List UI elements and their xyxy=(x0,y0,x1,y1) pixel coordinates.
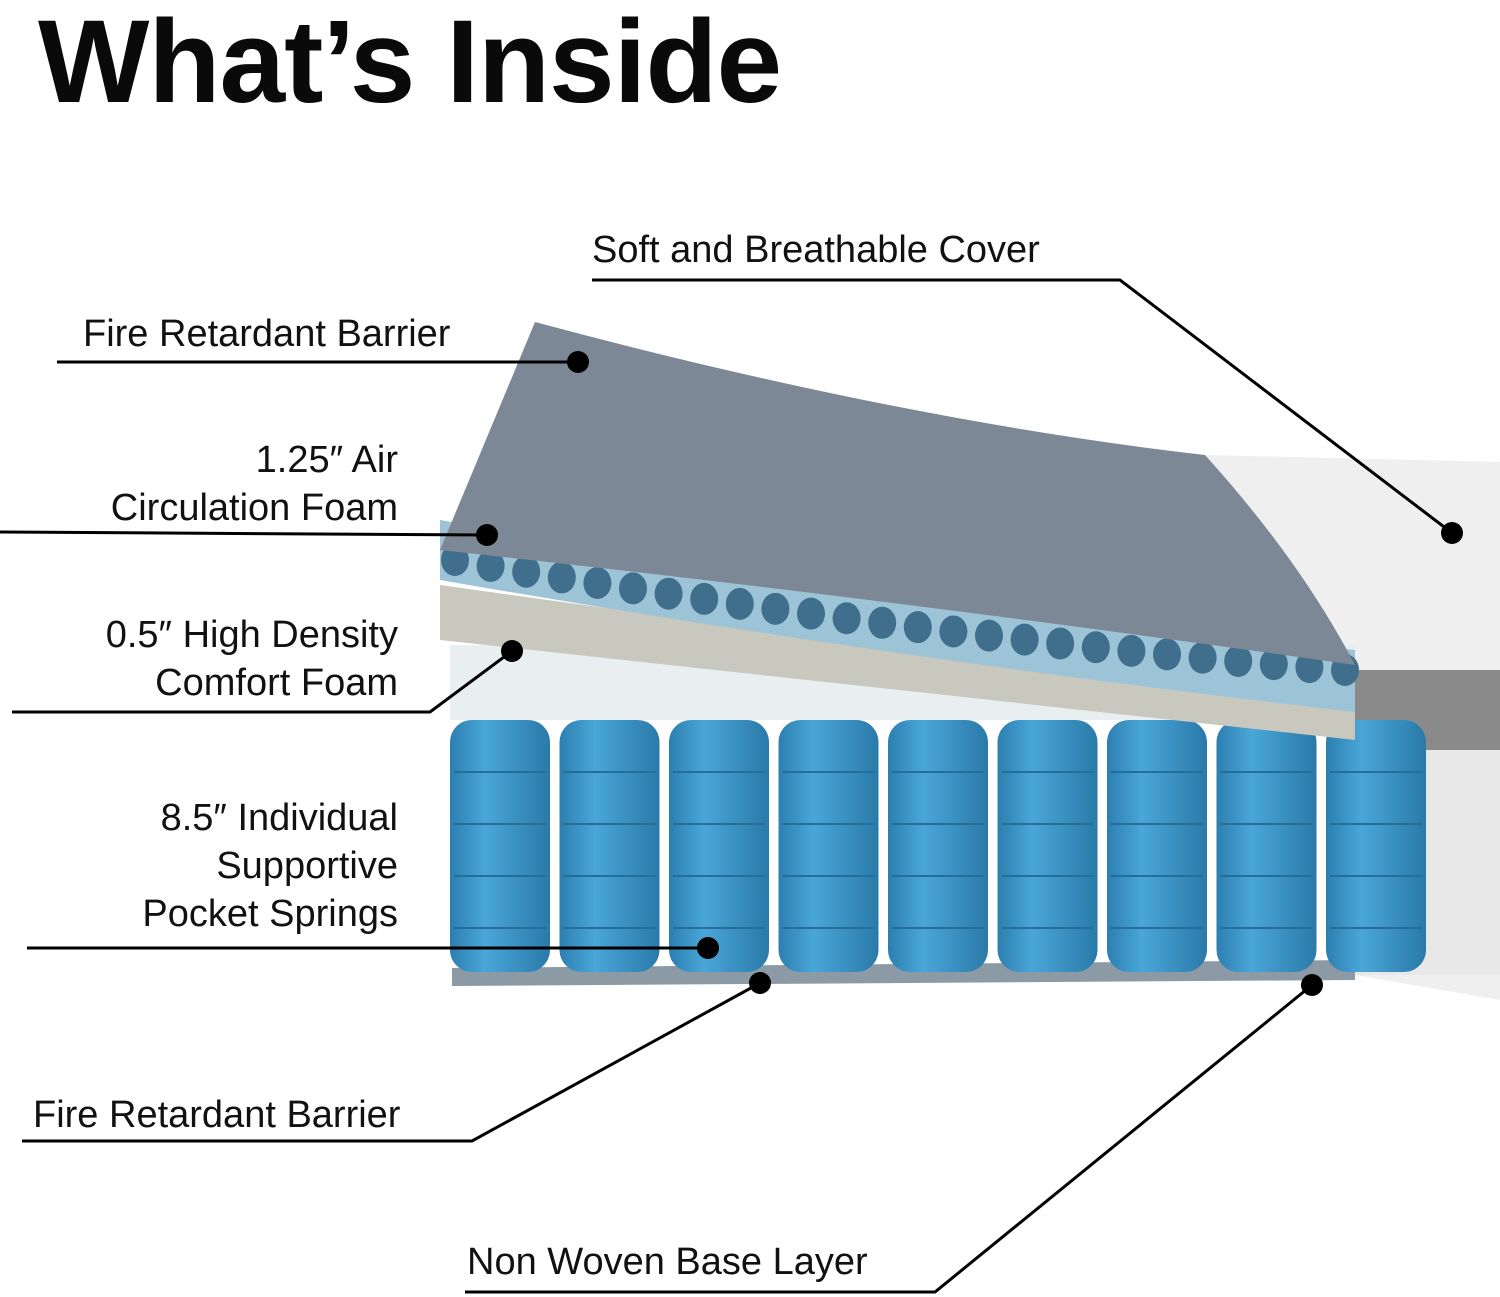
label-line: 1.25″ Air xyxy=(255,439,398,481)
spring-coil xyxy=(1326,720,1426,972)
foam-bump xyxy=(832,602,861,635)
label-line: 8.5″ Individual xyxy=(160,797,398,839)
spring-coil xyxy=(669,720,769,972)
air-foam-bumps xyxy=(441,544,1359,686)
label-line: Pocket Springs xyxy=(142,893,398,935)
page-title: What’s Inside xyxy=(38,0,782,128)
label-line: 0.5″ High Density xyxy=(105,614,398,656)
foam-bump xyxy=(975,619,1003,652)
foam-bump xyxy=(654,577,683,610)
label-line: Circulation Foam xyxy=(110,487,398,529)
foam-bump xyxy=(512,555,541,588)
label-comfort-foam: 0.5″ High Density Comfort Foam xyxy=(106,611,398,707)
label-air-foam: 1.25″ Air Circulation Foam xyxy=(111,436,398,532)
label-cover: Soft and Breathable Cover xyxy=(592,229,1040,271)
label-base-layer: Non Woven Base Layer xyxy=(467,1241,868,1283)
foam-bump xyxy=(1153,638,1181,671)
spring-coil xyxy=(1107,720,1207,972)
label-fire-barrier-top: Fire Retardant Barrier xyxy=(83,313,451,355)
fire-barrier-layer xyxy=(440,322,1355,665)
foam-bump xyxy=(1259,648,1288,681)
leader-lines xyxy=(0,278,1453,1294)
comfort-foam-layer xyxy=(440,585,1355,740)
leader-dots xyxy=(476,351,1463,996)
spring-coil xyxy=(450,720,550,972)
label-line: Supportive xyxy=(216,845,398,887)
label-pocket-springs: 8.5″ Individual Supportive Pocket Spring… xyxy=(142,794,398,938)
foam-bump xyxy=(690,582,719,615)
foam-bump xyxy=(761,592,790,625)
spring-coil xyxy=(888,720,988,972)
foam-bump xyxy=(547,561,576,594)
spring-coil xyxy=(1216,720,1317,972)
foam-bump xyxy=(903,611,932,644)
foam-bump xyxy=(1010,623,1039,656)
foam-bump xyxy=(1117,634,1146,667)
foam-bump xyxy=(583,566,612,599)
foam-bump xyxy=(725,587,754,620)
foam-bump xyxy=(868,606,897,639)
spring-coil xyxy=(997,720,1098,972)
label-fire-barrier-bottom: Fire Retardant Barrier xyxy=(33,1094,401,1136)
foam-bump xyxy=(1081,631,1110,664)
foam-bump xyxy=(1224,645,1253,678)
foam-bump xyxy=(1188,641,1217,674)
foam-bump xyxy=(476,549,505,582)
foam-bump xyxy=(619,572,647,605)
pocket-springs xyxy=(450,720,1426,972)
label-line: Comfort Foam xyxy=(155,662,398,704)
spring-coil xyxy=(778,720,879,972)
foam-bump xyxy=(939,615,968,648)
spring-coil xyxy=(559,720,660,972)
foam-bump xyxy=(797,597,825,630)
foam-bump xyxy=(1046,627,1075,660)
